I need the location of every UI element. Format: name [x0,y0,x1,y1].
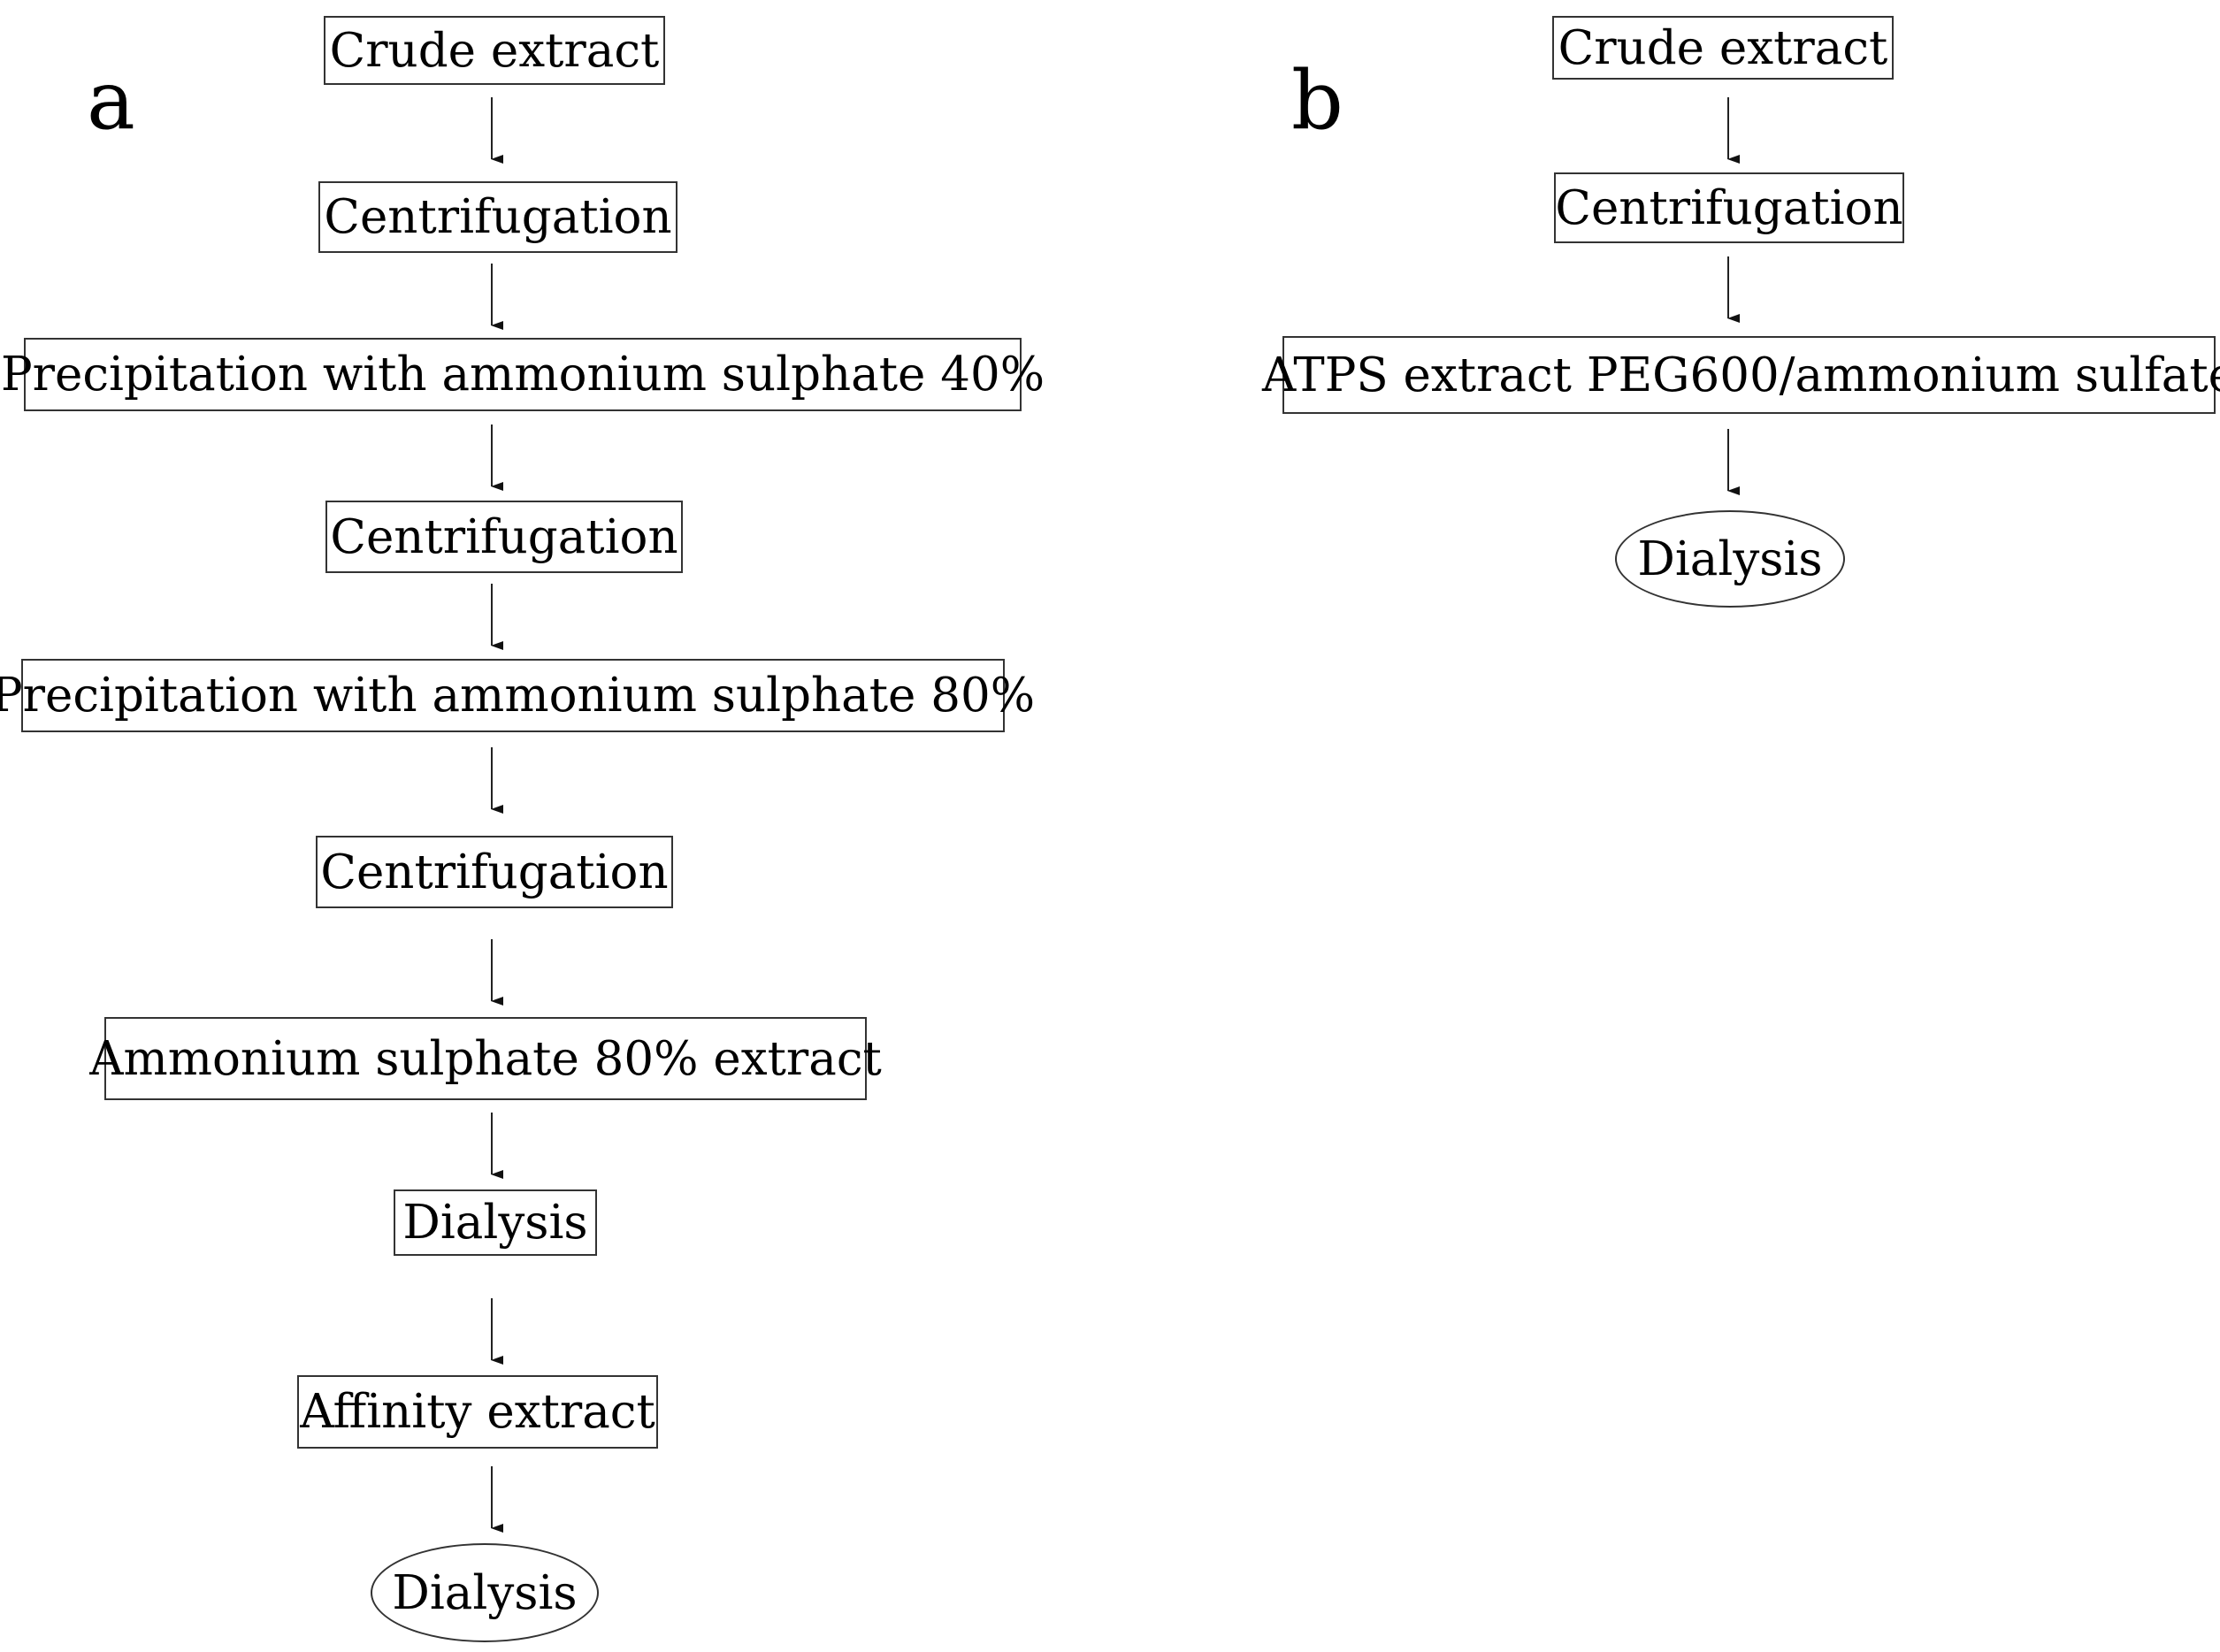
panel-a-label: a [87,53,135,148]
step-a-crude-extract: Crude extract [324,16,665,85]
step-a-centrifugation-1: Centrifugation [318,181,677,253]
panel-b-label: b [1291,53,1343,148]
step-a-ammonium-extract: Ammonium sulphate 80% extract [89,1017,882,1100]
step-b-crude-extract: Crude extract [1552,16,1894,80]
step-b-dialysis: Dialysis [1615,510,1845,608]
step-a-centrifugation-2: Centrifugation [325,501,683,573]
step-b-atps-extract: ATPS extract PEG600/ammonium sulfate [1262,336,2220,414]
step-a-dialysis-1: Dialysis [394,1189,597,1256]
step-a-affinity-extract: Affinity extract [297,1375,658,1449]
step-a-dialysis-final: Dialysis [371,1543,599,1642]
step-b-centrifugation: Centrifugation [1554,172,1904,243]
step-a-centrifugation-3: Centrifugation [316,836,673,908]
step-a-precipitation-40: Precipitation with ammonium sulphate 40% [1,338,1045,411]
step-a-precipitation-80: Precipitation with ammonium sulphate 80% [0,659,1035,732]
